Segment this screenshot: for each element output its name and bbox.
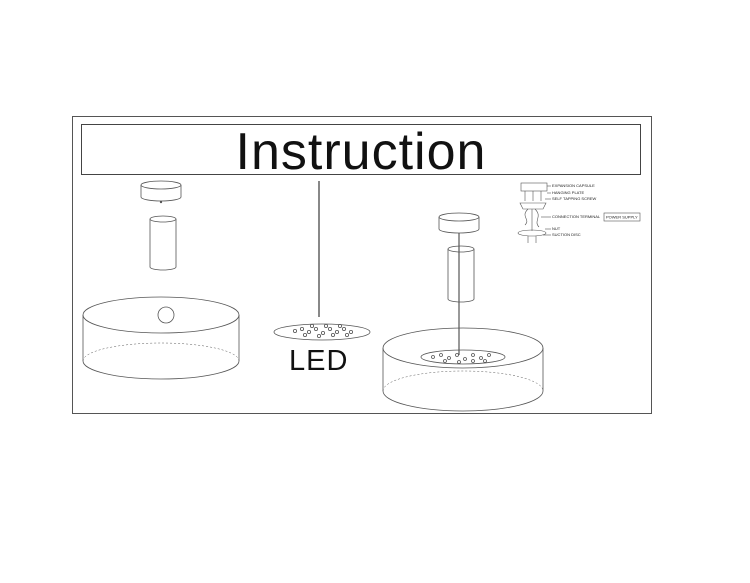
led-label: LED (289, 345, 349, 377)
page-title: Instruction (235, 122, 487, 181)
title-box: Instruction (81, 122, 641, 181)
label-power-supply: POWER SUPPLY (606, 215, 638, 220)
right-canopy (438, 212, 480, 234)
left-canopy (140, 180, 182, 204)
diagram-drawing: EXPANSION CAPSULE HANGING PLATE SELF TAP… (82, 180, 641, 412)
left-tube (149, 215, 177, 271)
label-suction-disc: SUCTION DISC (552, 232, 581, 237)
label-self-tapping-screw: SELF TAPPING SCREW (552, 196, 597, 201)
right-shade (382, 327, 544, 412)
label-expansion-capsule: EXPANSION CAPSULE (552, 183, 595, 188)
left-shade (82, 296, 240, 380)
label-hanging-plate: HANGING PLATE (552, 190, 584, 195)
label-connection-terminal: CONNECTION TERMINAL (552, 214, 601, 219)
right-tube (447, 245, 475, 303)
label-nut: NUT (552, 226, 561, 231)
wiring-detail (517, 182, 641, 243)
led-board (273, 323, 371, 341)
instruction-sheet: Instruction LED (72, 116, 652, 414)
